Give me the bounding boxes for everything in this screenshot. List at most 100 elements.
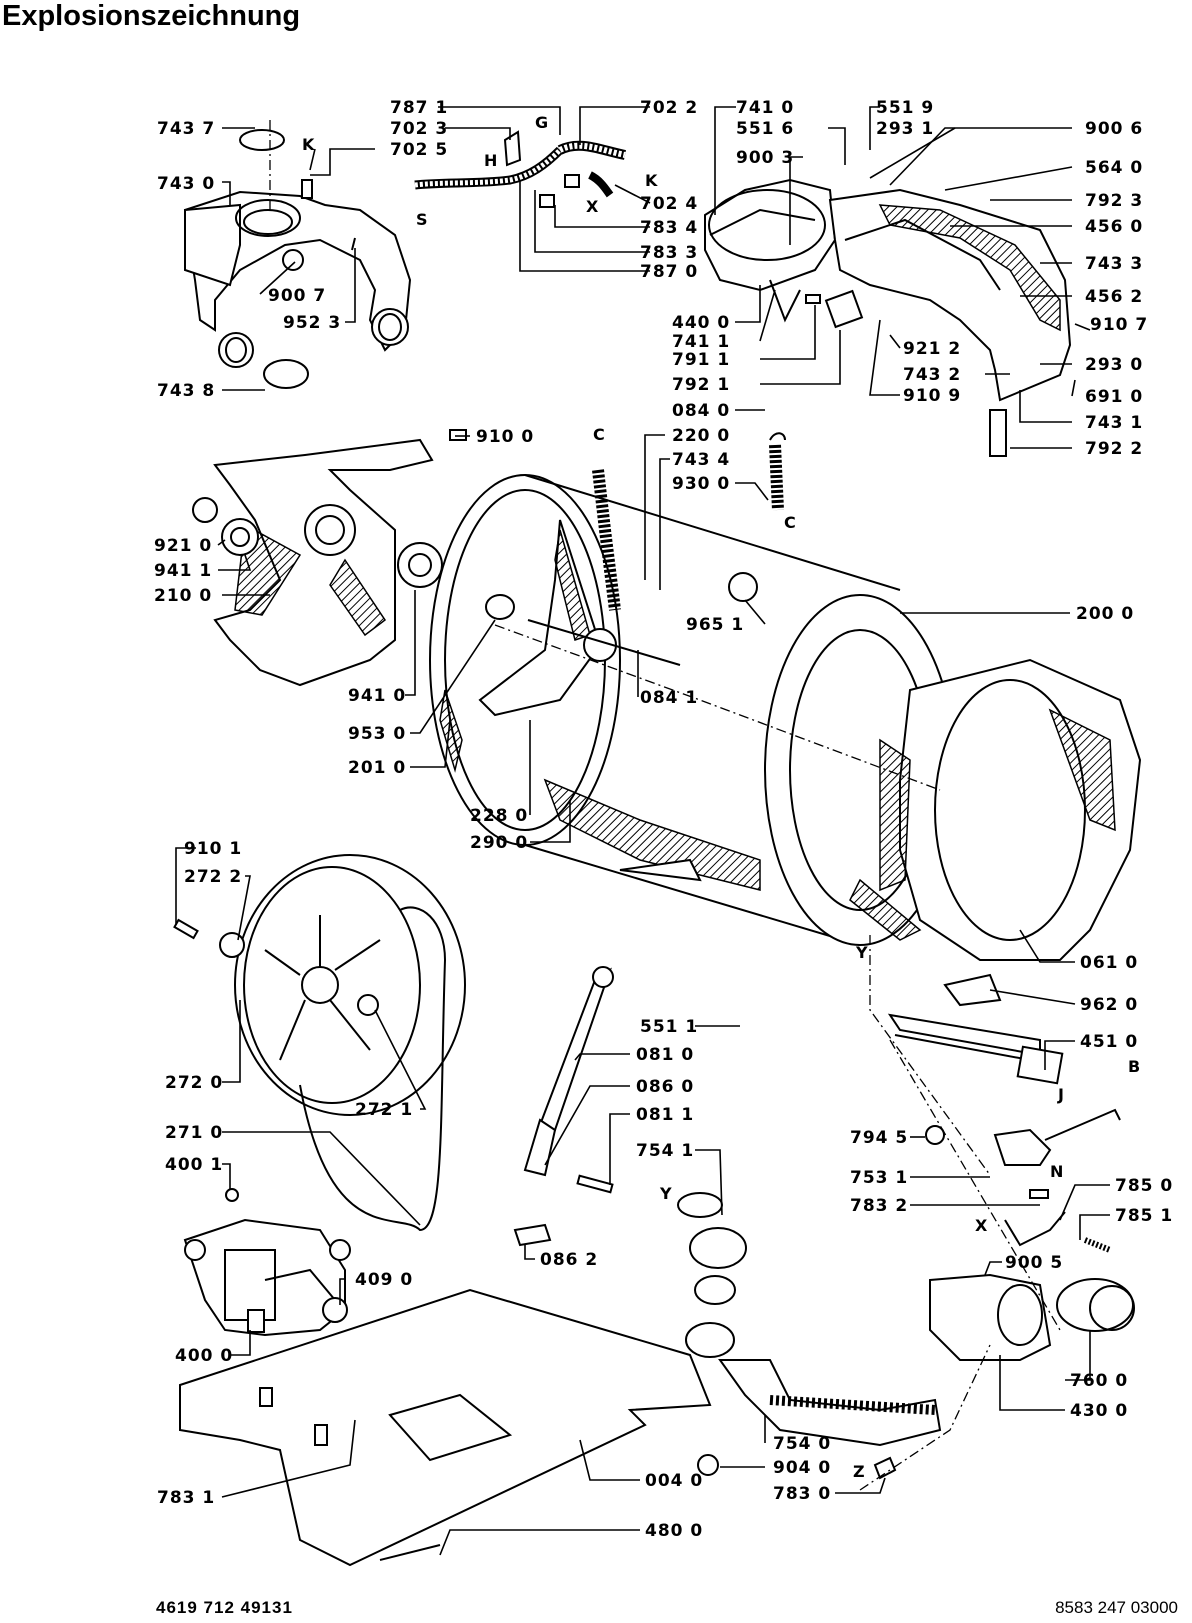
- part-shock-absorber: [523, 966, 614, 1194]
- parts-artwork: [173, 120, 1142, 1567]
- part-label: 702 5: [390, 140, 448, 160]
- part-label: 451 0: [1080, 1032, 1138, 1052]
- drawing-number: 8583 247 03000: [1055, 1598, 1178, 1617]
- part-label: 084 1: [640, 688, 698, 708]
- part-label: 754 1: [636, 1141, 694, 1161]
- part-labels: 743 7 743 0 900 7 952 3 743 8 787 1 702 …: [154, 98, 1173, 1541]
- part-label: 430 0: [1070, 1401, 1128, 1421]
- ref-letter: K: [645, 171, 658, 190]
- part-label: 293 1: [876, 119, 934, 139]
- part-label: 456 0: [1085, 217, 1143, 237]
- part-label: 290 0: [470, 833, 528, 853]
- part-label: 791 1: [672, 350, 730, 370]
- part-label: 792 3: [1085, 191, 1143, 211]
- part-label: 272 0: [165, 1073, 223, 1093]
- part-front-ring: [764, 594, 1142, 961]
- part-motor: [183, 1188, 351, 1337]
- part-label: 754 0: [773, 1434, 831, 1454]
- part-label: 787 1: [390, 98, 448, 118]
- part-label: 743 7: [157, 119, 215, 139]
- part-label: 783 1: [157, 1488, 215, 1508]
- ref-letter: N: [1050, 1162, 1063, 1181]
- part-label: 272 1: [355, 1100, 413, 1120]
- part-label: 409 0: [355, 1270, 413, 1290]
- part-label: 785 0: [1115, 1176, 1173, 1196]
- part-tub: [429, 474, 901, 946]
- part-label: 787 0: [640, 262, 698, 282]
- part-label: 783 0: [773, 1484, 831, 1504]
- part-label: 480 0: [645, 1521, 703, 1541]
- part-label: 086 2: [540, 1250, 598, 1270]
- part-label: 084 0: [672, 401, 730, 421]
- part-label: 760 0: [1070, 1371, 1128, 1391]
- part-rear-cross: [192, 429, 467, 687]
- part-label: 743 1: [1085, 413, 1143, 433]
- ref-letter: J: [1057, 1085, 1064, 1104]
- part-label: 702 2: [640, 98, 698, 118]
- part-label: 941 1: [154, 561, 212, 581]
- part-label: 930 0: [672, 474, 730, 494]
- part-label: 900 6: [1085, 119, 1143, 139]
- part-label: 551 6: [736, 119, 794, 139]
- part-label: 702 3: [390, 119, 448, 139]
- part-label: 200 0: [1076, 604, 1134, 624]
- document-number: 4619 712 49131: [156, 1598, 293, 1617]
- part-label: 741 1: [672, 332, 730, 352]
- part-label: 272 2: [184, 867, 242, 887]
- part-dispenser-tray: [704, 178, 1072, 457]
- ref-letter: X: [586, 197, 599, 216]
- part-pulley: [173, 854, 466, 1232]
- part-label: 792 2: [1085, 439, 1143, 459]
- part-label: 743 2: [903, 365, 961, 385]
- part-sump-hose: [513, 1192, 942, 1480]
- part-label: 900 3: [736, 148, 794, 168]
- part-label: 220 0: [672, 426, 730, 446]
- part-label: 293 0: [1085, 355, 1143, 375]
- ref-letter: K: [302, 135, 315, 154]
- part-label: 910 9: [903, 386, 961, 406]
- ref-letter: Y: [659, 1184, 672, 1203]
- part-label: 900 5: [1005, 1253, 1063, 1273]
- part-label: 910 1: [184, 839, 242, 859]
- ref-letter: Z: [853, 1462, 865, 1481]
- part-base-plate: [179, 1288, 712, 1567]
- ref-letter: H: [484, 151, 497, 170]
- assembly-lines: [269, 120, 1061, 1491]
- part-label: 743 4: [672, 450, 730, 470]
- ref-letter: C: [593, 425, 605, 444]
- part-label: 201 0: [348, 758, 406, 778]
- part-label: 004 0: [645, 1471, 703, 1491]
- part-label: 753 1: [850, 1168, 908, 1188]
- part-label: 456 2: [1085, 287, 1143, 307]
- ref-letter: Y: [855, 943, 868, 962]
- part-pump: [929, 1211, 1135, 1361]
- part-label: 440 0: [672, 313, 730, 333]
- part-label: 691 0: [1085, 387, 1143, 407]
- part-label: 962 0: [1080, 995, 1138, 1015]
- part-label: 921 0: [154, 536, 212, 556]
- part-label: 785 1: [1115, 1206, 1173, 1226]
- part-label: 783 3: [640, 243, 698, 263]
- part-label: 783 4: [640, 218, 698, 238]
- part-label: 783 2: [850, 1196, 908, 1216]
- part-label: 702 4: [640, 194, 698, 214]
- part-label: 941 0: [348, 686, 406, 706]
- part-label: 910 0: [476, 427, 534, 447]
- part-label: 741 0: [736, 98, 794, 118]
- part-label: 900 7: [268, 286, 326, 306]
- part-label: 061 0: [1080, 953, 1138, 973]
- part-label: 271 0: [165, 1123, 223, 1143]
- part-label: 743 8: [157, 381, 215, 401]
- part-label: 792 1: [672, 375, 730, 395]
- part-label: 081 0: [636, 1045, 694, 1065]
- part-label: 081 1: [636, 1105, 694, 1125]
- part-springs: [592, 432, 786, 611]
- part-label: 551 9: [876, 98, 934, 118]
- part-label: 743 3: [1085, 254, 1143, 274]
- part-label: 228 0: [470, 806, 528, 826]
- leader-lines: [175, 106, 1110, 1556]
- part-label: 794 5: [850, 1128, 908, 1148]
- part-label: 551 1: [640, 1017, 698, 1037]
- part-label: 743 0: [157, 174, 215, 194]
